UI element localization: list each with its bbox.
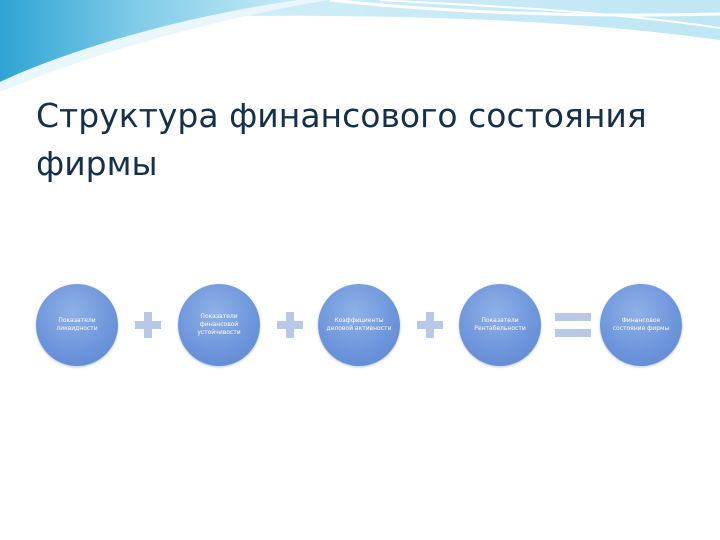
node-label: Показатели Рентабельности <box>474 317 526 332</box>
header-wave-decoration <box>0 0 720 92</box>
node-financial-state: Финансовое состояние фирмы <box>600 284 682 366</box>
node-label: Показатели ликвидности <box>56 317 98 332</box>
node-label: Финансовое состояние фирмы <box>612 317 670 332</box>
node-profitability: Показатели Рентабельности <box>459 284 541 366</box>
plus-operator <box>277 312 303 338</box>
node-label: Коэффициенты деловой активности <box>326 317 392 332</box>
plus-operator <box>417 312 443 338</box>
node-financial-stability: Показатели финансовой устойчивости <box>178 284 260 366</box>
slide-title: Структура финансового состояния фирмы <box>36 96 647 183</box>
plus-operator <box>135 312 161 338</box>
equals-operator <box>555 313 591 337</box>
node-label: Показатели финансовой устойчивости <box>197 313 241 336</box>
node-liquidity: Показатели ликвидности <box>36 284 118 366</box>
node-business-activity: Коэффициенты деловой активности <box>318 284 400 366</box>
